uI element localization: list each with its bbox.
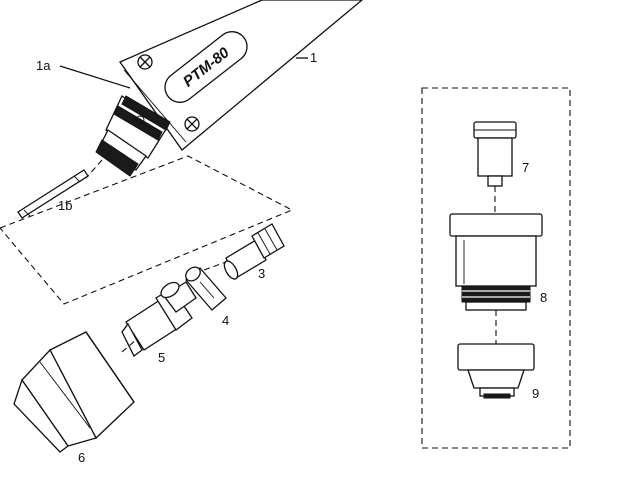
pin-1b xyxy=(17,169,89,219)
callout-1a: 1a xyxy=(36,58,51,73)
electrode-7 xyxy=(473,121,517,187)
callout-3: 3 xyxy=(258,266,265,281)
callout-4: 4 xyxy=(222,313,229,328)
torch-head-1a xyxy=(95,95,171,177)
callout-9: 9 xyxy=(532,386,539,401)
callout-1: 1 xyxy=(310,50,317,65)
retaining-cup-8 xyxy=(449,213,543,311)
callout-1b: 1b xyxy=(58,198,72,213)
electrode-3 xyxy=(223,223,285,280)
torch-handle: PTM-80 xyxy=(119,0,364,151)
swirl-ring-4 xyxy=(185,266,227,311)
drag-cup-group-outline xyxy=(421,87,571,449)
tip-5 xyxy=(121,281,197,357)
callout-6: 6 xyxy=(78,450,85,465)
consumables-group-outline xyxy=(0,155,294,305)
leader-1a xyxy=(59,65,131,89)
shield-cup-6 xyxy=(13,331,135,453)
callout-5: 5 xyxy=(158,350,165,365)
callout-8: 8 xyxy=(540,290,547,305)
tip-9 xyxy=(457,343,535,399)
screw-icon xyxy=(137,54,153,70)
callout-7: 7 xyxy=(522,160,529,175)
screw-icon xyxy=(184,116,200,132)
